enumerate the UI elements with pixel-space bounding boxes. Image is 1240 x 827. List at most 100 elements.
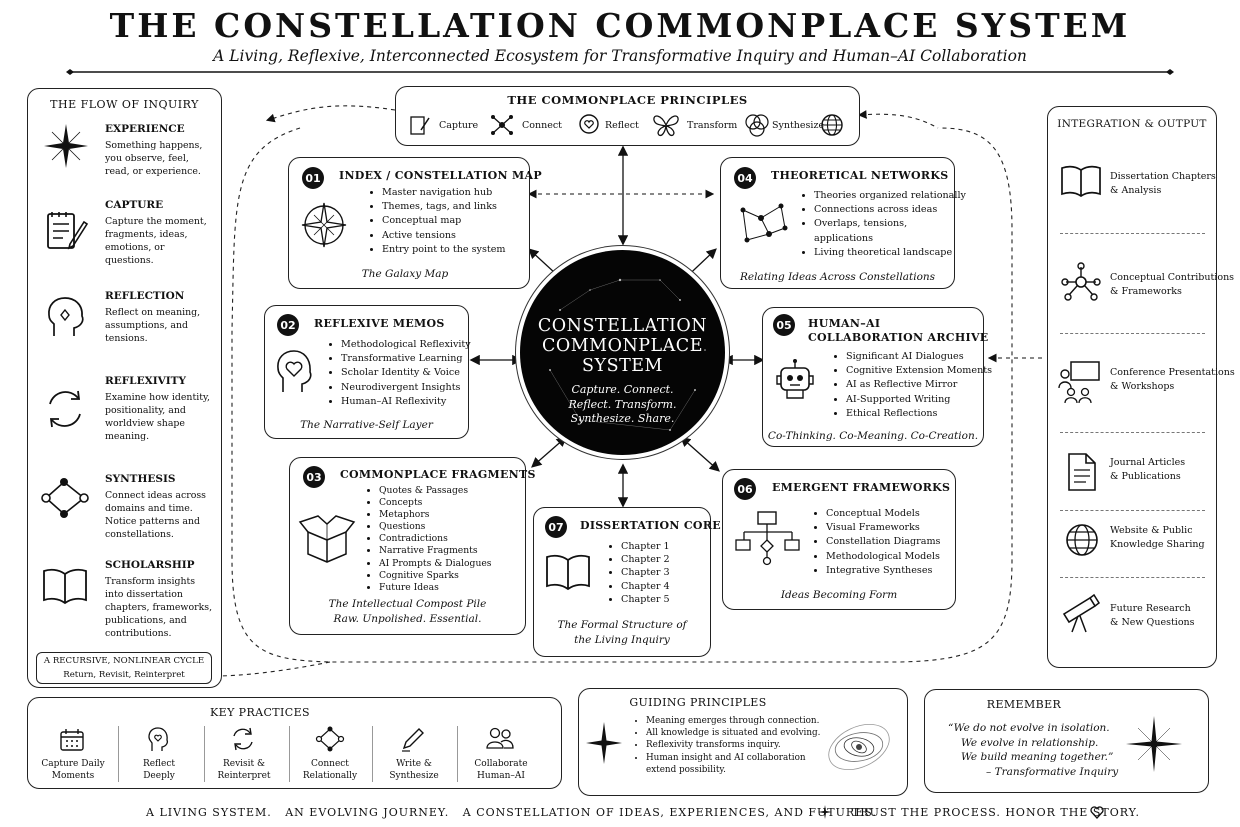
output-label: Dissertation Chapters [1110, 171, 1216, 182]
module-item: Conceptual map [382, 214, 542, 228]
module-item: Chapter 4 [621, 580, 721, 593]
divider [1060, 233, 1205, 234]
flow-step-title: SCHOLARSHIP [105, 559, 195, 571]
flow-step-text: Something happens, you observe, feel, re… [105, 140, 203, 177]
principle-label: Transform [687, 120, 738, 131]
module-04 [720, 157, 955, 289]
divider [1060, 432, 1205, 433]
theory-network-icon [740, 203, 788, 243]
principle-label: Capture [439, 120, 479, 131]
module-number: 06 [734, 478, 756, 500]
module-item: Transformative Learning [341, 352, 481, 366]
flow-title: THE FLOW OF INQUIRY [50, 98, 199, 111]
module-item: AI as Reflective Mirror [846, 378, 996, 392]
cycle-icon [49, 390, 81, 428]
module-06 [722, 469, 956, 610]
principle-label: Synthesize [772, 120, 825, 131]
module-number: 04 [734, 167, 756, 189]
cycle-sub: Return, Revisit, Reinterpret [63, 670, 185, 680]
module-item: Conceptual Models [826, 507, 968, 521]
center-hub [520, 250, 725, 455]
principles-title: THE COMMONPLACE PRINCIPLES [507, 93, 748, 107]
output-label: & Analysis [1110, 185, 1162, 196]
module-tagline: Relating Ideas Across Constellations [739, 271, 936, 283]
guiding-item: Reflexivity transforms inquiry. [646, 739, 826, 751]
heart-icon [1090, 806, 1104, 819]
module-tagline: The Narrative-Self Layer [300, 419, 433, 431]
butterfly-icon [653, 115, 679, 137]
telescope-icon [1062, 593, 1101, 633]
practice-line: Connect [311, 759, 349, 769]
flow-step-title: SYNTHESIS [105, 473, 176, 485]
book-icon [546, 554, 590, 591]
cycle-title: A RECURSIVE, NONLINEAR CYCLE [43, 656, 205, 666]
output-label: Knowledge Sharing [1110, 539, 1205, 550]
remember-panel [924, 689, 1209, 793]
compass-icon [301, 202, 347, 248]
key-practices-title: KEY PRACTICES [210, 706, 310, 719]
practice-divider [372, 726, 373, 782]
practice-label: Revisit &Reinterpret [206, 758, 282, 782]
remember-quote: “We do not evolve in isolation. We evolv… [932, 721, 1122, 779]
center-title: CONSTELLATION COMMONPLACE SYSTEM [520, 316, 725, 376]
module-title: THEORETICAL NETWORKS [771, 169, 949, 182]
module-number: 01 [302, 167, 324, 189]
head-heart-icon [579, 114, 599, 134]
module-item: Ethical Reflections [846, 407, 996, 421]
page-subtitle: A Living, Reflexive, Interconnected Ecos… [213, 47, 1027, 65]
principle-label: Reflect [605, 120, 639, 131]
flow-step-title: CAPTURE [105, 199, 164, 211]
module-number: 02 [277, 314, 299, 336]
flow-step-text: Capture the moment, fragments, ideas, em… [105, 216, 207, 266]
output-label: Website & Public [1110, 525, 1193, 536]
module-item: AI Prompts & Dialogues [379, 558, 539, 570]
module-list: Quotes & Passages Concepts Metaphors Que… [365, 485, 539, 594]
module-item: Methodological Models [826, 550, 968, 564]
practice-divider [289, 726, 290, 782]
principles-panel [395, 86, 860, 146]
module-tagline: The Intellectual Compost Pile [328, 598, 487, 610]
module-item: Neurodivergent Insights [341, 381, 481, 395]
head-heart-icon [277, 350, 312, 392]
head-heart-icon [148, 727, 168, 751]
module-title: REFLEXIVE MEMOS [314, 317, 445, 330]
module-list: Theories organized relationally Connecti… [800, 189, 966, 260]
robot-icon [776, 359, 814, 399]
module-tagline: The Formal Structure of [557, 619, 687, 631]
guiding-item: Human insight and AI collaboration exten… [646, 752, 826, 776]
cycle-note [36, 652, 212, 684]
center-tagline: Capture. Connect. Reflect. Transform. Sy… [520, 383, 725, 427]
module-item: Chapter 1 [621, 540, 721, 553]
center-title-line: COMMONPLACE [542, 336, 703, 356]
practice-line: Deeply [143, 771, 175, 781]
practice-divider [204, 726, 205, 782]
module-item: Chapter 2 [621, 553, 721, 566]
globe-icon [821, 114, 843, 136]
module-item: Constellation Diagrams [826, 535, 968, 549]
module-item: Methodological Reflexivity [341, 338, 481, 352]
practice-line: Reinterpret [217, 771, 271, 781]
module-item: Human–AI Reflexivity [341, 395, 481, 409]
module-tagline: Raw. Unpolished. Essential. [333, 613, 482, 625]
module-item: Visual Frameworks [826, 521, 968, 535]
flow-step-text: Examine how identity, positionality, and… [105, 392, 211, 442]
module-list: Master navigation hub Themes, tags, and … [368, 186, 542, 257]
guiding-title: GUIDING PRINCIPLES [629, 696, 767, 709]
people-icon [486, 727, 514, 749]
practice-label: Write &Synthesize [374, 758, 454, 782]
module-item: Entry point to the system [382, 243, 542, 257]
practice-line: Synthesize [389, 771, 439, 781]
presentation-icon [1058, 361, 1100, 404]
cycle-icon [233, 727, 253, 751]
module-item: AI-Supported Writing [846, 393, 996, 407]
flow-panel [27, 88, 222, 688]
module-item: Significant AI Dialogues [846, 350, 996, 364]
module-item: Quotes & Passages [379, 485, 539, 497]
module-number: 07 [545, 516, 567, 538]
calendar-icon [60, 729, 84, 751]
module-title: EMERGENT FRAMEWORKS [772, 481, 951, 494]
footer-left: A LIVING SYSTEM. AN EVOLVING JOURNEY. A … [146, 806, 877, 819]
module-title: DISSERTATION CORE [580, 519, 721, 532]
